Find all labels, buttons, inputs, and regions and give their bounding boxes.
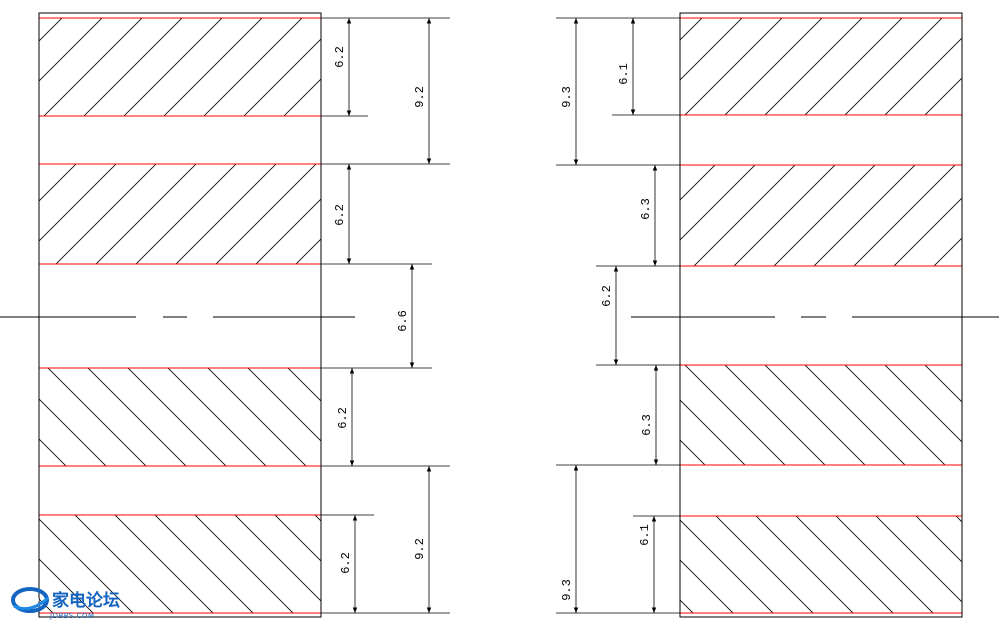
left-hatch-bottom-2	[39, 515, 321, 613]
left-dim-label-5: 6.2	[336, 407, 350, 429]
right-dim-label-6: 6.1	[638, 524, 652, 546]
left-hatch-top-1	[39, 18, 321, 116]
left-extension-lines	[321, 17, 450, 614]
left-section: 6.2 9.2 6.2 6.6 6.2 6.2 9.2	[38, 12, 450, 618]
logo-swirl-icon	[11, 587, 49, 613]
forum-logo: 家电论坛 JDBBS.COM	[11, 587, 120, 620]
logo-name: 家电论坛	[52, 590, 120, 611]
right-dim-label-7: 9.3	[560, 579, 574, 601]
right-hatch-top-1	[680, 18, 962, 115]
left-dim-label-4: 6.6	[396, 310, 410, 332]
left-dim-label-6: 6.2	[339, 552, 353, 574]
right-extension-lines	[556, 17, 680, 614]
left-hatch-top-2	[39, 164, 321, 264]
right-dim-label-3: 6.3	[639, 198, 653, 220]
right-dim-label-2: 9.3	[560, 86, 574, 108]
right-section: 6.1 9.3 6.3 6.2 6.3 6.1 9.3	[556, 12, 963, 618]
left-dim-label-3: 6.2	[333, 204, 347, 226]
right-hatch-bottom-1	[680, 365, 962, 465]
left-dim-label-2: 9.2	[413, 86, 427, 108]
left-layer-lines	[39, 17, 321, 614]
left-dim-label-7: 9.2	[413, 538, 427, 560]
right-dimension-lines	[573, 18, 659, 613]
left-dim-label-1: 6.2	[333, 46, 347, 68]
left-dimension-lines	[346, 18, 432, 613]
logo-site: JDBBS.COM	[49, 612, 95, 620]
right-layer-lines	[680, 17, 962, 614]
right-dim-label-4: 6.2	[600, 285, 614, 307]
right-hatch-top-2	[680, 165, 962, 266]
left-hatch-bottom-1	[39, 368, 321, 466]
right-outline	[679, 12, 963, 618]
right-dim-label-1: 6.1	[617, 63, 631, 85]
right-hatch-bottom-2	[680, 516, 962, 613]
right-dim-label-5: 6.3	[640, 414, 654, 436]
left-outline	[38, 12, 322, 618]
